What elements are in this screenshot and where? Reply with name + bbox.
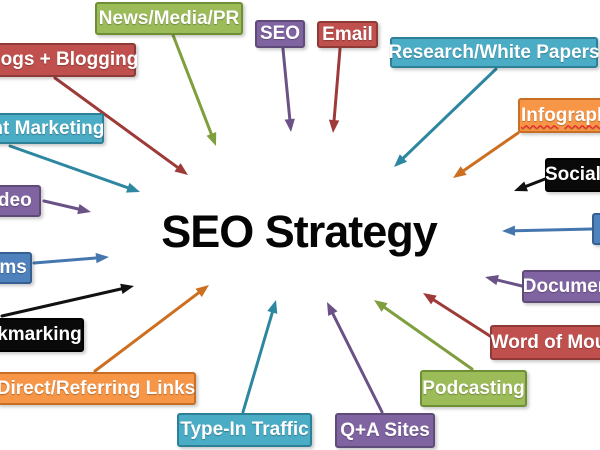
diagram-title: SEO Strategy (161, 206, 438, 257)
node-documents: Documents (522, 270, 600, 303)
arrow-news-media-pr (171, 33, 217, 146)
node-label: Content Marketing (0, 117, 105, 139)
arrow-bookmarking (0, 283, 134, 318)
node-research-white-papers: Research/White Papers (388, 37, 600, 68)
node-social-media: Social Media (545, 158, 600, 192)
node-label: Social Media (544, 164, 600, 185)
arrow-documents (485, 275, 524, 288)
node-label: Video (0, 190, 32, 211)
node-podcasting: Podcasting (420, 370, 527, 407)
node-video: Video (0, 185, 41, 217)
node-infographics: Infographics (518, 98, 600, 133)
node-label: Word of Mouth (490, 331, 600, 353)
arrow-blue-box (502, 225, 594, 236)
node-label: Direct/Referring Links (0, 377, 196, 399)
node-seo: SEO (255, 20, 305, 48)
node-news-media-pr: News/Media/PR (95, 2, 243, 35)
node-direct-referring-links: Direct/Referring Links (0, 372, 196, 405)
node-label: Research/White Papers (388, 41, 600, 63)
node-blogs-blogging: Blogs + Blogging (0, 43, 139, 77)
node-label: Email (322, 23, 373, 45)
node-label: Type-In Traffic (180, 419, 309, 440)
arrow-word-of-mouth (423, 293, 492, 338)
node-label: News/Media/PR (98, 7, 240, 29)
arrow-seo (281, 47, 295, 132)
node-label: Documents (522, 275, 600, 297)
node-blue-box (592, 213, 600, 245)
arrow-infographics (453, 131, 520, 178)
node-label: Infographics (520, 104, 600, 126)
node-label: Q+A Sites (340, 419, 430, 441)
node-email: Email (317, 21, 378, 48)
arrow-email (328, 47, 342, 133)
node-label: Podcasting (422, 377, 525, 399)
node-content-marketing: Content Marketing (0, 113, 104, 144)
node-label: Bookmarking (0, 324, 82, 345)
arrow-qa-sites (327, 302, 384, 414)
arrow-type-in-traffic (241, 300, 278, 414)
node-bookmarking: Bookmarking (0, 318, 84, 352)
node-label: SEO (259, 23, 301, 44)
node-label: Blogs + Blogging (0, 49, 139, 70)
node-type-in-traffic: Type-In Traffic (177, 413, 312, 447)
arrow-social-media (514, 177, 547, 192)
node-forums: Forums (0, 252, 32, 284)
arrow-direct-referring-links (93, 285, 209, 373)
arrow-research-white-papers (394, 67, 498, 167)
node-word-of-mouth: Word of Mouth (490, 325, 600, 360)
arrow-forums (32, 252, 109, 265)
arrow-podcasting (374, 300, 474, 371)
arrow-video (42, 199, 91, 215)
node-label: Forums (0, 257, 27, 278)
node-qa-sites: Q+A Sites (335, 413, 435, 448)
